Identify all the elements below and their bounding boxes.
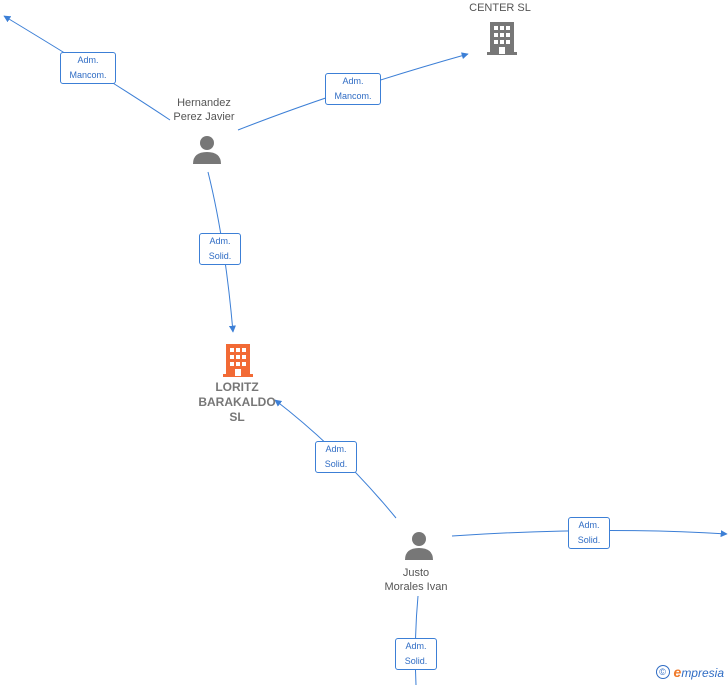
edge-label-adm-solid[interactable]: Adm. Solid.: [199, 233, 241, 265]
edge-label-adm-mancom[interactable]: Adm. Mancom.: [325, 73, 381, 105]
person-name-line2: Morales Ivan: [384, 581, 448, 593]
edge-label-line1: Adm.: [77, 55, 99, 65]
edge-label-line1: Adm.: [325, 444, 347, 454]
edge-label-line1: Adm.: [342, 76, 364, 86]
edge-label-line2: Solid.: [324, 459, 348, 469]
edge-label-line2: Solid.: [577, 535, 601, 545]
building-icon-main[interactable]: [222, 342, 254, 378]
edge-label-adm-solid[interactable]: Adm. Solid.: [315, 441, 357, 473]
edge-label-line2: Solid.: [208, 251, 232, 261]
edge-label-line2: Solid.: [404, 656, 428, 666]
company-name-line1: LORITZ: [215, 380, 259, 394]
brand-watermark: © empresia: [655, 664, 724, 680]
edge-label-adm-solid[interactable]: Adm. Solid.: [568, 517, 610, 549]
edge-label-adm-mancom[interactable]: Adm. Mancom.: [60, 52, 116, 84]
edge-label-line2: Mancom.: [69, 70, 107, 80]
person-label-hernandez[interactable]: Hernandez Perez Javier: [154, 96, 254, 124]
edge-label-line1: Adm.: [578, 520, 600, 530]
person-name-line1: Hernandez: [177, 97, 231, 109]
brand-initial: e: [673, 664, 682, 680]
person-label-justo[interactable]: Justo Morales Ivan: [366, 566, 466, 594]
edge-label-line1: Adm.: [405, 641, 427, 651]
company-name-center-sl: CENTER SL: [469, 2, 531, 14]
person-icon[interactable]: [404, 531, 434, 561]
edge-label-adm-solid[interactable]: Adm. Solid.: [395, 638, 437, 670]
copyright-icon: ©: [655, 665, 670, 679]
building-icon[interactable]: [486, 20, 518, 56]
company-name-line2: BARAKALDO: [198, 395, 276, 409]
company-label-loritz[interactable]: LORITZ BARAKALDO SL: [187, 380, 287, 425]
person-name-line2: Perez Javier: [173, 111, 235, 123]
company-label-center-sl[interactable]: CENTER SL: [450, 1, 550, 15]
edge-label-line1: Adm.: [209, 236, 231, 246]
person-icon[interactable]: [192, 135, 222, 165]
person-name-line1: Justo: [402, 567, 430, 579]
company-name-line3: SL: [229, 410, 245, 424]
edge-label-line2: Mancom.: [334, 91, 372, 101]
brand-name: mpresia: [681, 666, 724, 680]
